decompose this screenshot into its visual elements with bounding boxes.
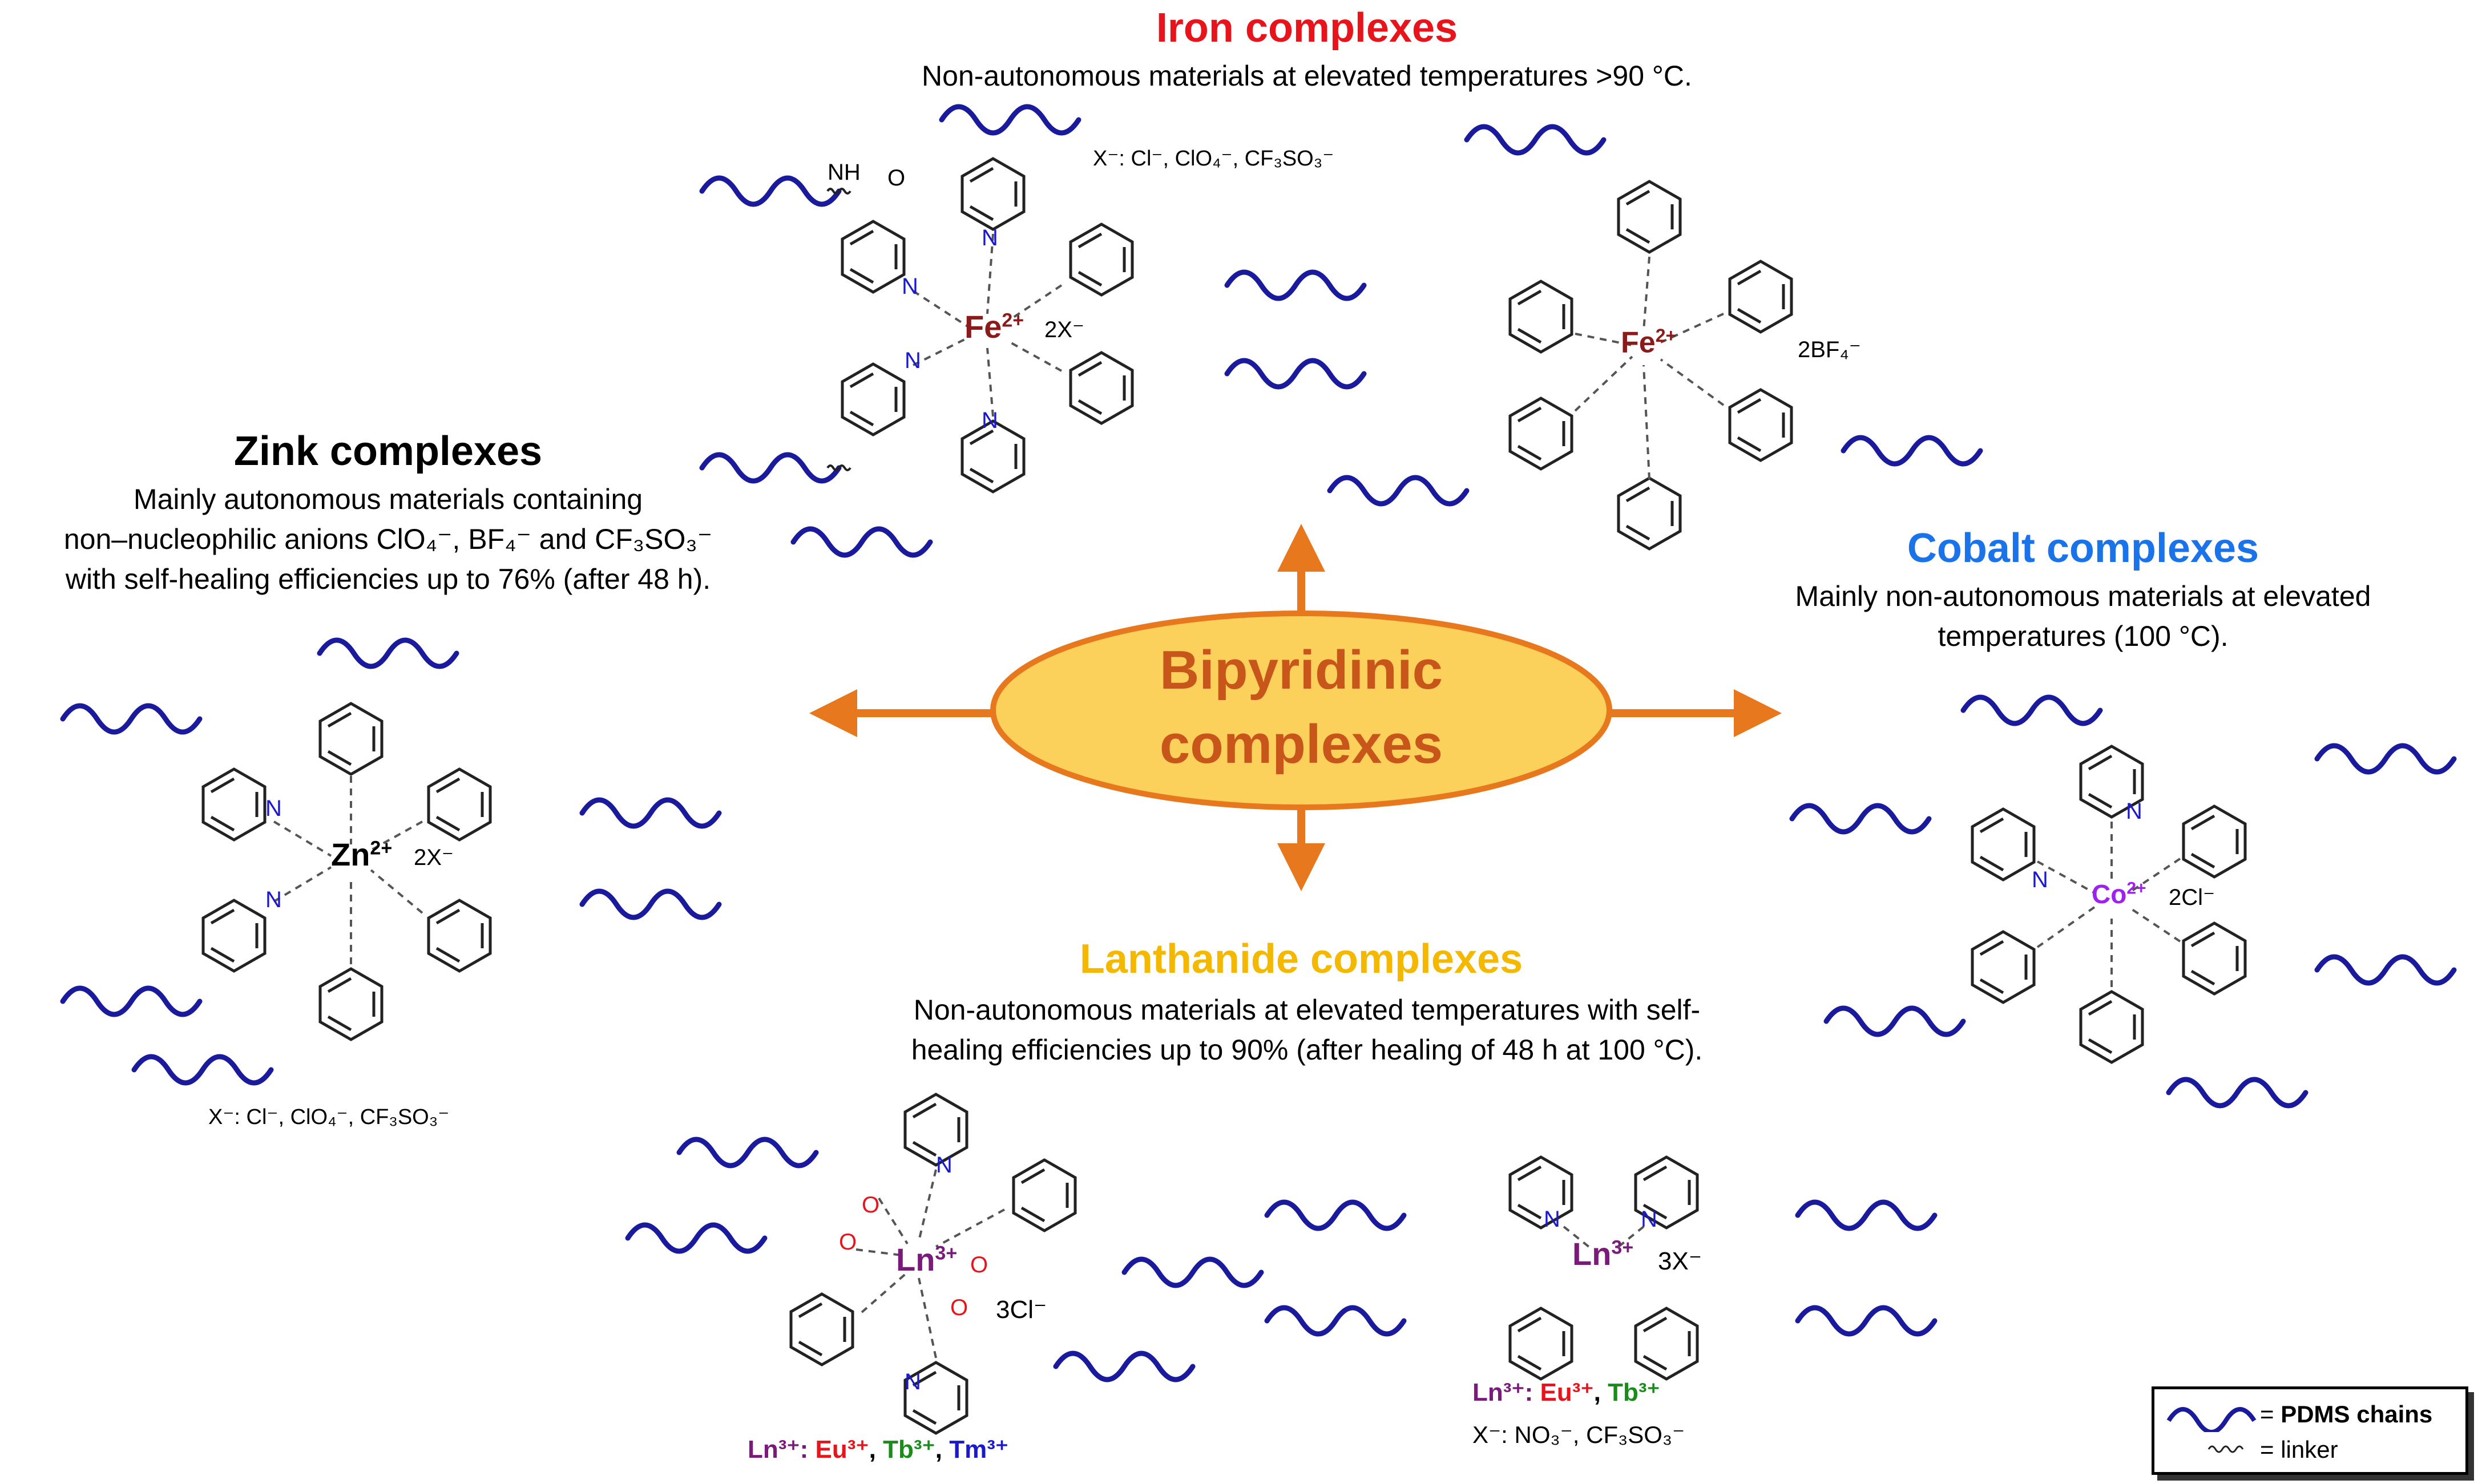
- cobalt-title: Cobalt complexes: [1907, 525, 2259, 571]
- lanthanide-complex-2: [1267, 1157, 1935, 1379]
- linker-icon: [2207, 1445, 2244, 1453]
- atom-label-n: N: [2126, 799, 2142, 824]
- lanthanide-complex-1: [628, 1094, 1261, 1433]
- zinc-desc-line2: non–nucleophilic anions ClO₄⁻, BF₄⁻ and …: [63, 523, 713, 555]
- zinc-anions: X⁻: Cl⁻, ClO₄⁻, CF₃SO₃⁻: [208, 1105, 450, 1129]
- iron1-counterion: 2X⁻: [1044, 317, 1085, 342]
- atom-label-o: O: [839, 1230, 857, 1255]
- zinc-counterion: 2X⁻: [414, 845, 454, 870]
- iron2-metal: Fe2+: [1621, 325, 1677, 359]
- iron1-metal: Fe2+: [964, 309, 1024, 345]
- atom-label-o: O: [887, 165, 906, 191]
- atom-label-n: N: [2032, 867, 2048, 892]
- iron-title: Iron complexes: [1156, 5, 1458, 51]
- lanthanide-title: Lanthanide complexes: [1079, 936, 1523, 982]
- cobalt-desc-line1: Mainly non-autonomous materials at eleva…: [1795, 580, 2371, 612]
- atom-label-nh: NH: [828, 160, 861, 185]
- atom-label-o: O: [970, 1252, 988, 1277]
- ln1-metal: Ln3+: [896, 1242, 958, 1277]
- cobalt-desc-line2: temperatures (100 °C).: [1938, 620, 2229, 652]
- center-ellipse: [990, 610, 1612, 810]
- iron-description: Non-autonomous materials at elevated tem…: [922, 60, 1692, 92]
- zinc-desc-line3: with self-healing efficiencies up to 76%…: [65, 563, 711, 595]
- ln2-anions: X⁻: NO₃⁻, CF₃SO₃⁻: [1472, 1421, 1685, 1448]
- iron-complex-2: [1330, 127, 1980, 549]
- iron2-counterion: 2BF₄⁻: [1798, 337, 1861, 362]
- ln1-counterion: 3Cl⁻: [996, 1296, 1047, 1324]
- ln2-counterion: 3X⁻: [1658, 1247, 1702, 1275]
- zinc-title: Zink complexes: [233, 428, 543, 474]
- cobalt-counterion: 2Cl⁻: [2169, 885, 2215, 910]
- legend-linker: = linker: [2260, 1436, 2338, 1463]
- zinc-complex: [63, 640, 719, 1083]
- pdms-wave-icon: [2166, 1407, 2257, 1432]
- ln1-metals: Ln³⁺: Eu³⁺, Tb³⁺, Tm³⁺: [748, 1436, 1009, 1463]
- cobalt-complex: [1792, 697, 2454, 1106]
- atom-label-n: N: [982, 408, 998, 433]
- atom-label-n: N: [982, 225, 998, 250]
- center-title-line2: complexes: [1159, 714, 1443, 775]
- center-title-line1: Bipyridinic: [1159, 640, 1443, 701]
- atom-label-n: N: [265, 796, 282, 821]
- zinc-metal: Zn2+: [331, 836, 393, 872]
- zinc-desc-line1: Mainly autonomous materials containing: [133, 483, 643, 515]
- atom-label-n: N: [1544, 1207, 1560, 1232]
- atom-label-n: N: [905, 1369, 921, 1394]
- cobalt-metal: Co2+: [2092, 879, 2146, 909]
- atom-label-o: O: [862, 1192, 880, 1218]
- iron-complex-1: [702, 107, 1364, 555]
- atom-label-n: N: [902, 274, 918, 299]
- lanthanide-desc-line1: Non-autonomous materials at elevated tem…: [913, 994, 1701, 1026]
- atom-label-n: N: [1641, 1207, 1657, 1232]
- legend-pdms: = PDMS chains: [2260, 1401, 2433, 1428]
- atom-label-o: O: [950, 1295, 968, 1320]
- iron1-anions: X⁻: Cl⁻, ClO₄⁻, CF₃SO₃⁻: [1093, 147, 1334, 171]
- atom-label-n: N: [936, 1153, 953, 1178]
- atom-label-n: N: [265, 887, 282, 912]
- atom-label-n: N: [905, 348, 921, 373]
- ln2-metal: Ln3+: [1572, 1236, 1634, 1272]
- ln2-metals: Ln³⁺: Eu³⁺, Tb³⁺: [1472, 1378, 1660, 1406]
- legend: = PDMS chains = linker: [2152, 1386, 2468, 1475]
- lanthanide-desc-line2: healing efficiencies up to 90% (after he…: [911, 1034, 1703, 1066]
